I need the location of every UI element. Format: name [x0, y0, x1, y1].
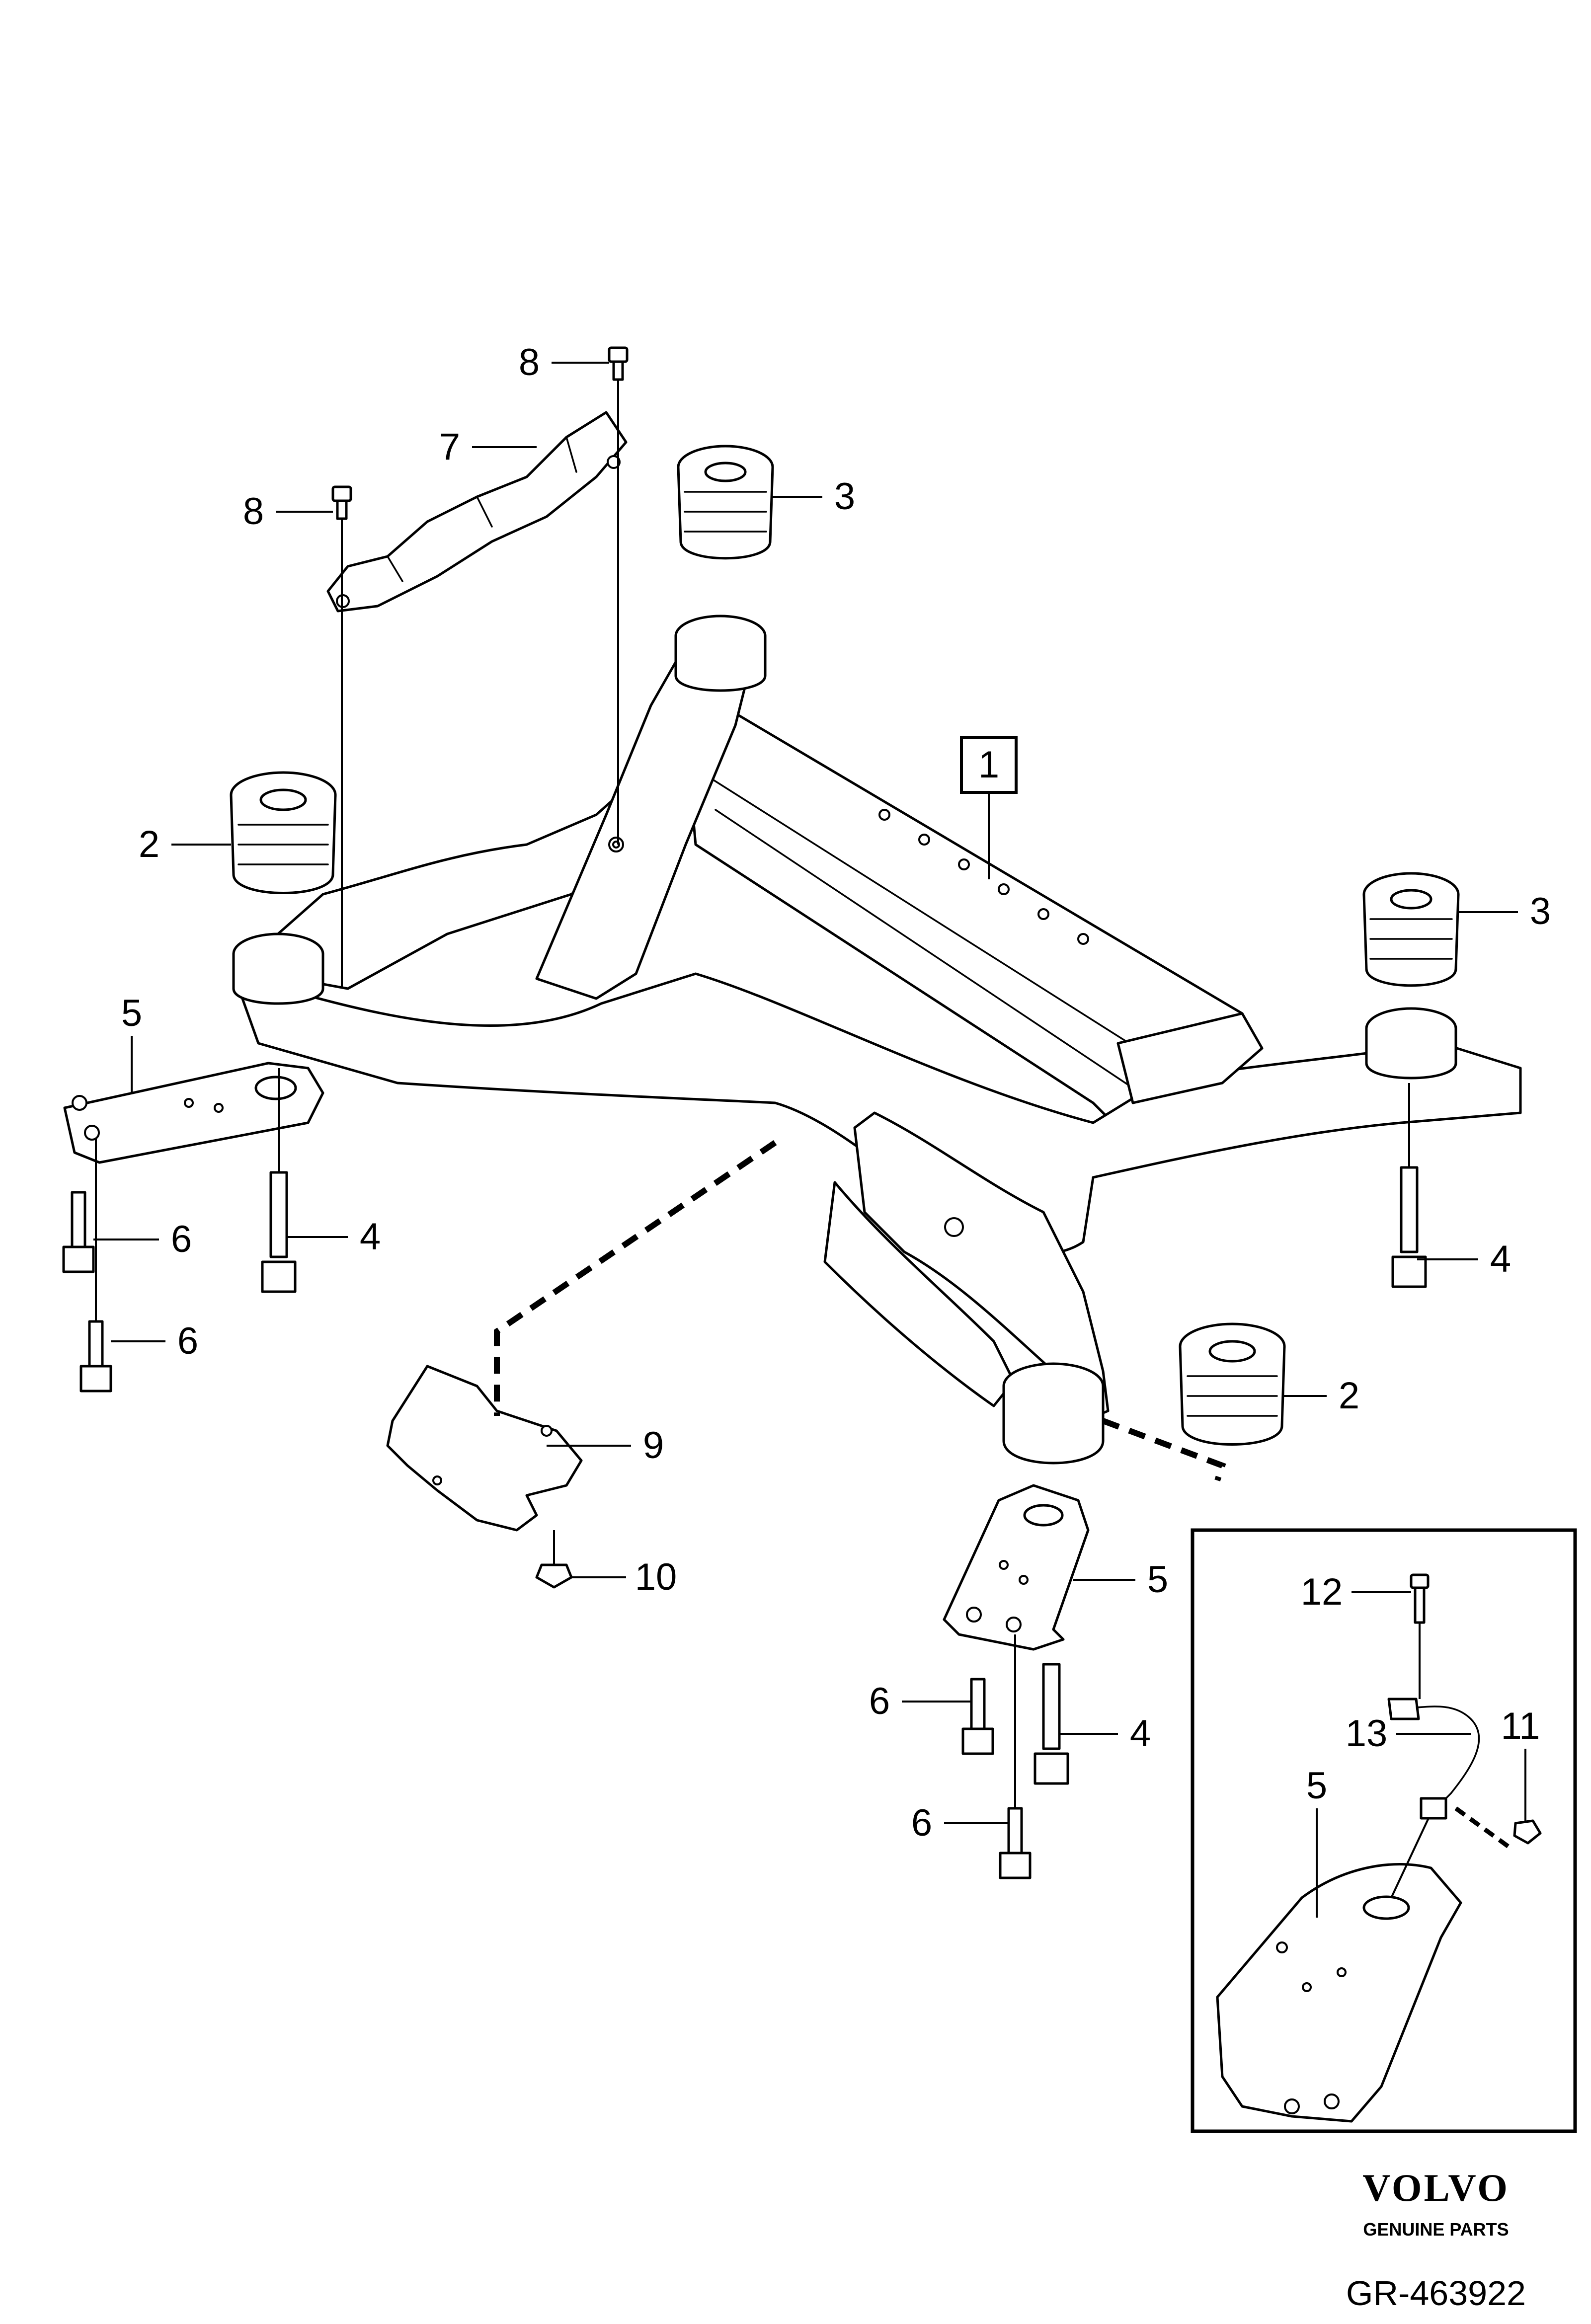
- callout-4-left: 4: [360, 1216, 381, 1258]
- svg-text:2: 2: [139, 823, 159, 865]
- callout-8-top: 8: [519, 341, 540, 384]
- svg-text:1: 1: [978, 744, 999, 786]
- svg-text:5: 5: [1147, 1558, 1168, 1601]
- callout-5-left: 5: [121, 992, 142, 1034]
- inset-detail-box: [1191, 1528, 1577, 2133]
- svg-text:8: 8: [519, 341, 540, 384]
- callout-6-center-upper: 6: [869, 1680, 890, 1722]
- svg-text:GR-463922: GR-463922: [1346, 2274, 1526, 2313]
- alignment-line-right: [1102, 1418, 1226, 1481]
- callout-2-right: 2: [1339, 1375, 1359, 1417]
- callout-9: 9: [643, 1424, 664, 1467]
- svg-text:3: 3: [834, 475, 855, 518]
- stud-4-center: [1034, 1663, 1069, 1785]
- svg-text:4: 4: [1130, 1712, 1151, 1755]
- callout-3-top: 3: [834, 475, 855, 518]
- callout-12: 12: [1301, 1571, 1343, 1613]
- callout-13: 13: [1346, 1712, 1388, 1755]
- svg-text:13: 13: [1346, 1712, 1388, 1755]
- svg-text:VOLVO: VOLVO: [1362, 2166, 1510, 2209]
- callout-5-center: 5: [1147, 1558, 1168, 1601]
- reference-number: GR-463922: [1346, 2274, 1526, 2313]
- callout-8-left: 8: [243, 490, 264, 533]
- nut-10: [535, 1563, 573, 1589]
- svg-text:3: 3: [1530, 890, 1551, 932]
- svg-text:9: 9: [643, 1424, 664, 1467]
- svg-text:4: 4: [1490, 1238, 1511, 1280]
- svg-text:11: 11: [1501, 1705, 1540, 1747]
- callout-11: 11: [1501, 1705, 1540, 1747]
- plate-5-center: [943, 1484, 1090, 1651]
- cover-9: [386, 1365, 583, 1532]
- bolt-6-left-upper: [62, 1191, 95, 1273]
- svg-text:4: 4: [360, 1216, 381, 1258]
- svg-text:2: 2: [1339, 1375, 1359, 1417]
- bolt-6-left-lower: [80, 1320, 112, 1393]
- svg-text:8: 8: [243, 490, 264, 533]
- svg-text:10: 10: [635, 1556, 677, 1598]
- alignment-line-left: [494, 1140, 777, 1416]
- svg-text:12: 12: [1301, 1571, 1343, 1613]
- callout-7: 7: [439, 426, 460, 468]
- svg-text:6: 6: [177, 1320, 198, 1362]
- callout-6-left-lower: 6: [177, 1320, 198, 1362]
- stud-4-right: [1391, 1166, 1427, 1288]
- bushing-top: [677, 445, 774, 560]
- volvo-logo: VOLVO GENUINE PARTS: [1362, 2166, 1510, 2240]
- callout-2-left: 2: [139, 823, 159, 865]
- callout-5-inset: 5: [1306, 1765, 1327, 1807]
- plate-5-left: [63, 1062, 324, 1164]
- bolt-6-center-lower: [999, 1807, 1032, 1879]
- bolt-6-center-upper: [961, 1678, 994, 1755]
- bolt-8-left: [331, 485, 352, 520]
- callout-6-center-lower: 6: [911, 1802, 932, 1844]
- callout-4-right: 4: [1490, 1238, 1511, 1280]
- bracket-7: [326, 411, 628, 613]
- bolt-8-top: [608, 346, 629, 381]
- svg-text:6: 6: [911, 1802, 932, 1844]
- callout-6-left-upper: 6: [171, 1218, 192, 1260]
- svg-text:6: 6: [171, 1218, 192, 1260]
- callout-10: 10: [635, 1556, 677, 1598]
- rear-subframe: [232, 615, 1522, 1465]
- svg-text:5: 5: [1306, 1765, 1327, 1807]
- svg-text:7: 7: [439, 426, 460, 468]
- svg-text:5: 5: [121, 992, 142, 1034]
- bushing-right-front: [1362, 872, 1460, 987]
- svg-text:GENUINE PARTS: GENUINE PARTS: [1363, 2219, 1509, 2240]
- bushing-right-rear: [1179, 1322, 1286, 1446]
- svg-text:6: 6: [869, 1680, 890, 1722]
- callout-3-right: 3: [1530, 890, 1551, 932]
- bushing-left-front: [230, 771, 337, 894]
- stud-4-left: [261, 1171, 297, 1293]
- callout-4-center: 4: [1130, 1712, 1151, 1755]
- callout-1: 1: [960, 736, 1018, 794]
